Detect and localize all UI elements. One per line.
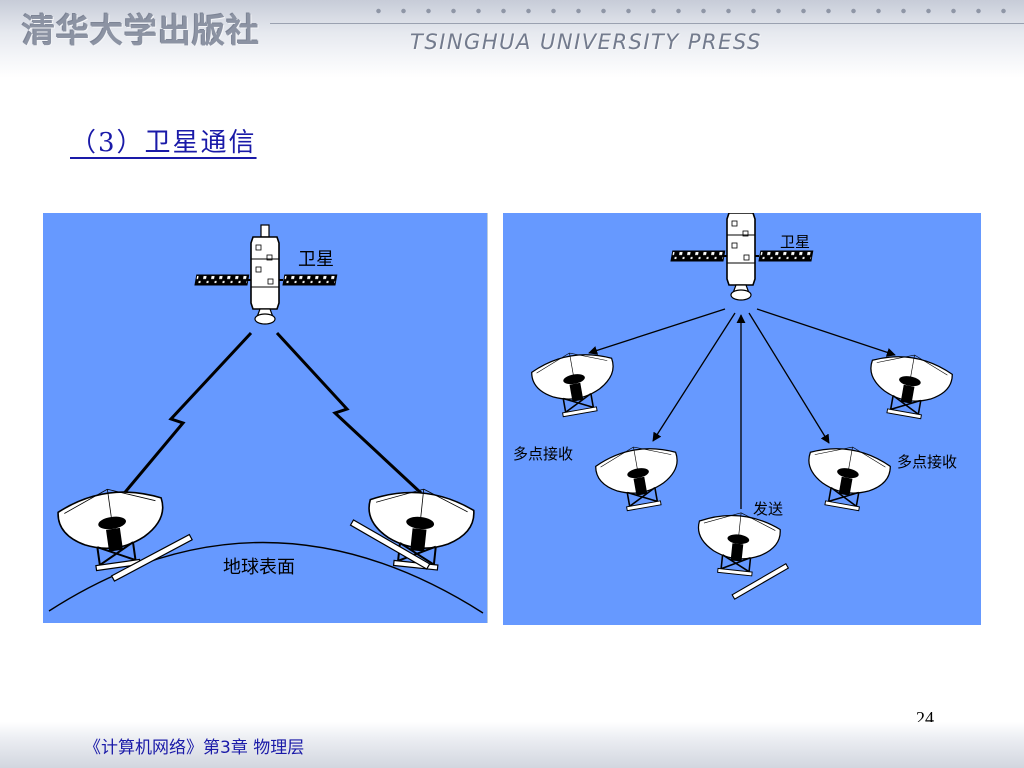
header-dot-pattern (366, 6, 1016, 16)
dish-receive-4-icon (862, 347, 956, 424)
dish-receive-3-icon (800, 439, 894, 516)
lightning-downlink (275, 331, 423, 495)
slide-title: （3）卫星通信 (70, 128, 257, 158)
dish-right-icon (349, 482, 477, 575)
satellite-relay-diagram: 卫星 地球表面 (43, 213, 488, 623)
send-label: 发送 (753, 500, 784, 518)
publisher-logo-cn: 清华大学出版社 (22, 11, 260, 50)
multipoint-receive-label-left: 多点接收 (513, 445, 574, 463)
publisher-logo-en: TSINGHUA UNIVERSITY PRESS (410, 30, 762, 54)
footer-bar (0, 722, 1024, 768)
satellite-label: 卫星 (780, 233, 811, 251)
header-divider (270, 23, 1024, 24)
lightning-uplink (109, 331, 253, 510)
satellite-label: 卫星 (298, 249, 334, 270)
satellite-icon (194, 224, 338, 325)
multipoint-receive-label-right: 多点接收 (897, 453, 958, 471)
dish-send-icon (693, 507, 783, 580)
satellite-icon (670, 213, 814, 301)
earth-surface-label: 地球表面 (223, 557, 295, 578)
header-banner: 清华大学出版社 TSINGHUA UNIVERSITY PRESS (0, 0, 1024, 78)
dish-left-icon (54, 480, 193, 582)
footer-chapter-title: 《计算机网络》第3章 物理层 (84, 738, 305, 758)
satellite-broadcast-diagram: 卫星 多点接收 多点接收 发送 (503, 213, 981, 625)
earth-surface-curve (48, 541, 484, 614)
dish-receive-2-icon (592, 439, 686, 516)
dish-receive-1-icon (528, 345, 622, 422)
